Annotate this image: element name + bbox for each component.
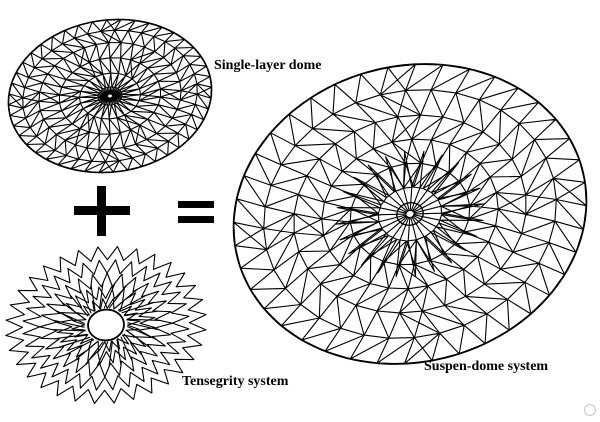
tension-ring <box>87 308 125 342</box>
single-layer-dome-label: Single-layer dome <box>214 58 322 73</box>
watermark-icon <box>584 404 596 416</box>
dome-outline <box>232 63 588 365</box>
hub-ring <box>396 202 424 226</box>
suspen-dome-system-label: Suspen-dome system <box>424 359 549 374</box>
equals-operator <box>178 200 214 224</box>
tensegrity-members <box>5 245 207 405</box>
single-layer-dome-drawing <box>7 18 213 174</box>
tensegrity-system-drawing <box>5 245 207 405</box>
cable-members <box>335 150 485 278</box>
lattice-members <box>233 63 587 365</box>
plus-operator <box>74 186 130 236</box>
dome-outline <box>7 18 213 174</box>
lattice-members <box>7 18 213 174</box>
tensegrity-system-label: Tensegrity system <box>182 374 289 389</box>
suspen-dome-system-drawing <box>232 63 588 365</box>
